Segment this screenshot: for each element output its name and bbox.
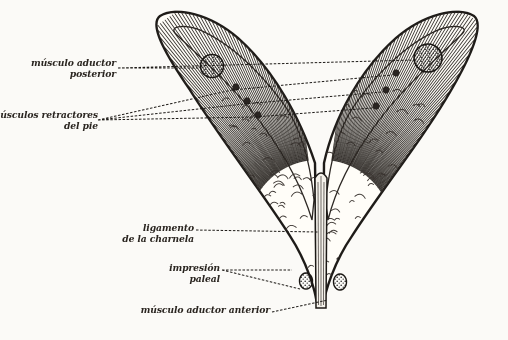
texture-curl [263,239,273,243]
texture-curl [262,218,267,220]
right-valve [309,0,508,306]
hatch-stroke [74,141,253,206]
texture-curl [340,259,348,262]
hinge-ligament [315,173,327,308]
anterior-adductor-scar-right [334,274,347,290]
texture-curl [327,105,335,108]
texture-curl [357,248,369,253]
label-hinge-ligament: ligamento de la charnela [122,223,194,245]
texture-curl [305,125,311,128]
pedal-retractor-scar-right-1 [392,69,399,76]
texture-curl [339,270,348,274]
pedal-retractor-scar-right-3 [372,102,379,109]
texture-curl [262,214,273,219]
posterior-adductor-scar-right [414,44,442,72]
hatch-stroke [75,138,253,205]
anterior-adductor-scar-left [300,273,313,289]
label-posterior-adductor: músculo aductor posterior [31,58,116,80]
texture-curl [244,196,252,199]
pedal-retractor-scar-left-3 [254,111,261,118]
texture-curl [261,209,268,212]
texture-curl [242,185,251,189]
label-pallial-line: impresión paleal [169,263,220,285]
label-pedal-retractors: músculos retractores del pie [0,110,98,132]
left-valve [74,0,321,306]
label-anterior-adductor: músculo aductor anterior [141,305,270,316]
posterior-adductor-scar-left [201,55,224,78]
pedal-retractor-scar-right-2 [382,86,389,93]
